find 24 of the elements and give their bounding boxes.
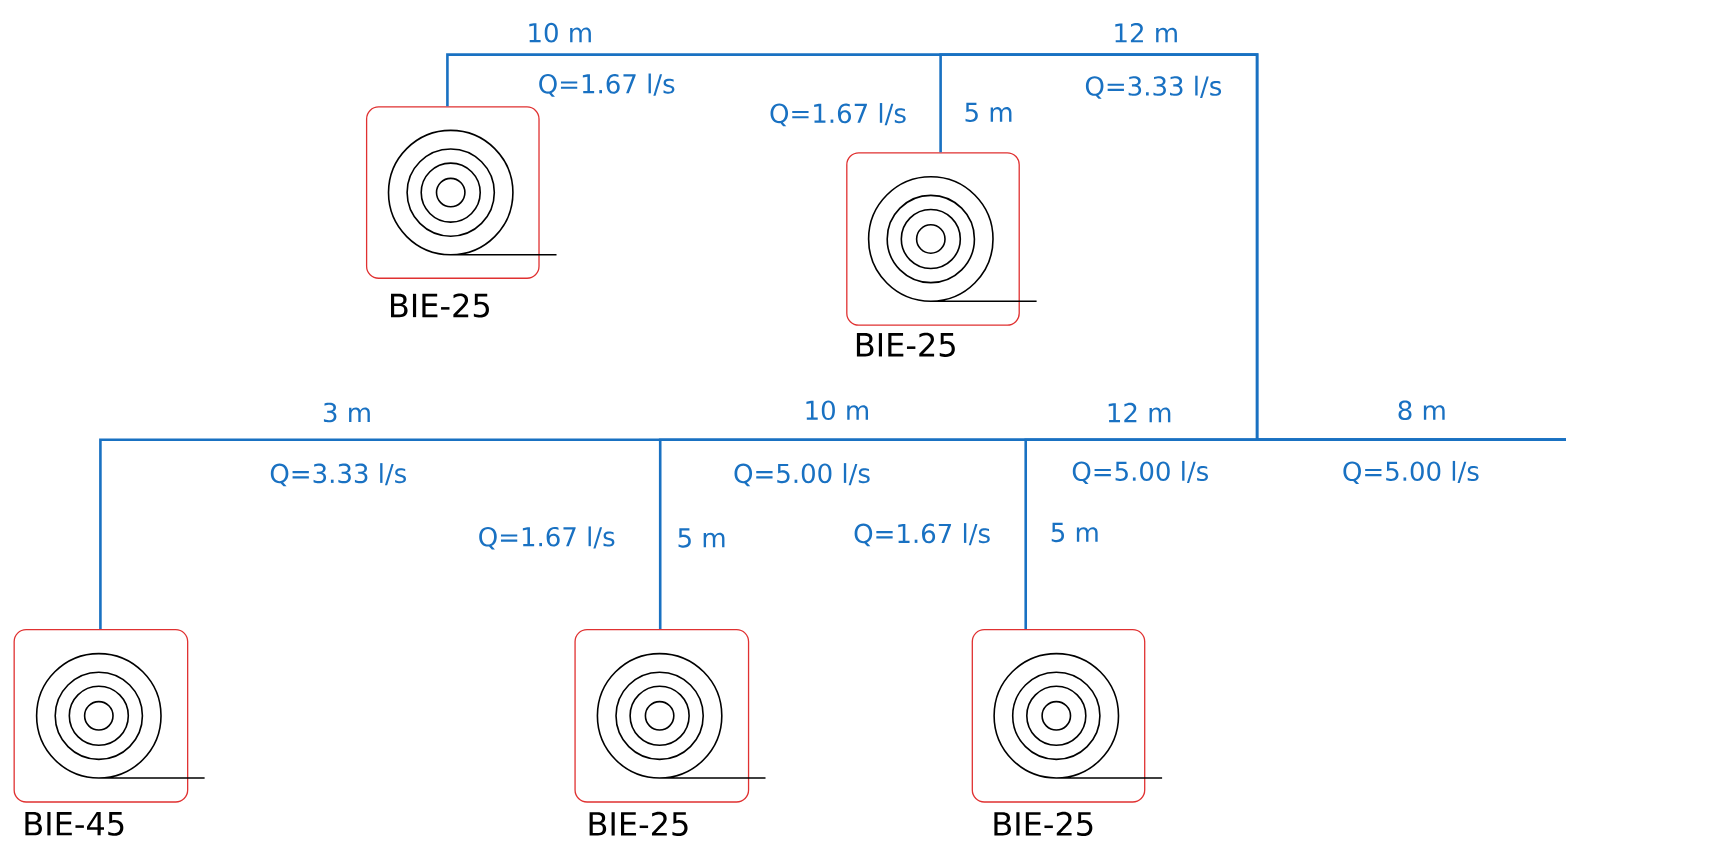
pipe-label: 12 m (1108, 402, 1171, 423)
reel-label: BIE-45 (25, 812, 124, 836)
pipe-label: Q=1.67 l/s (770, 103, 906, 127)
pipe-label: 3 m (323, 402, 370, 423)
pipe-label: 5 m (678, 528, 725, 548)
pipe (1024, 438, 1566, 629)
pipe-label: 10 m (806, 400, 868, 421)
pipe-label: Q=3.33 l/s (270, 463, 406, 487)
reel-label: BIE-25 (856, 332, 955, 357)
pipe-label: Q=3.33 l/s (1085, 75, 1222, 99)
pipe-label: 5 m (965, 102, 1012, 123)
pipe-label: 5 m (1051, 522, 1098, 543)
reel-label: BIE-25 (391, 293, 489, 318)
pipe-label: Q=1.67 l/s (539, 73, 675, 97)
pipe-label: 8 m (1398, 400, 1445, 421)
reel-label: BIE-25 (994, 811, 1093, 836)
pipe-label: Q=1.67 l/s (479, 526, 615, 550)
pipe-label: Q=1.67 l/s (854, 523, 990, 547)
pipe-label: 10 m (529, 22, 591, 43)
pipe-label: Q=5.00 l/s (734, 463, 870, 487)
pipe-label: Q=5.00 l/s (1343, 460, 1479, 485)
reel-label: BIE-25 (589, 811, 688, 836)
pipe-label: Q=5.00 l/s (1072, 460, 1208, 485)
pipe-label: 12 m (1115, 23, 1177, 43)
